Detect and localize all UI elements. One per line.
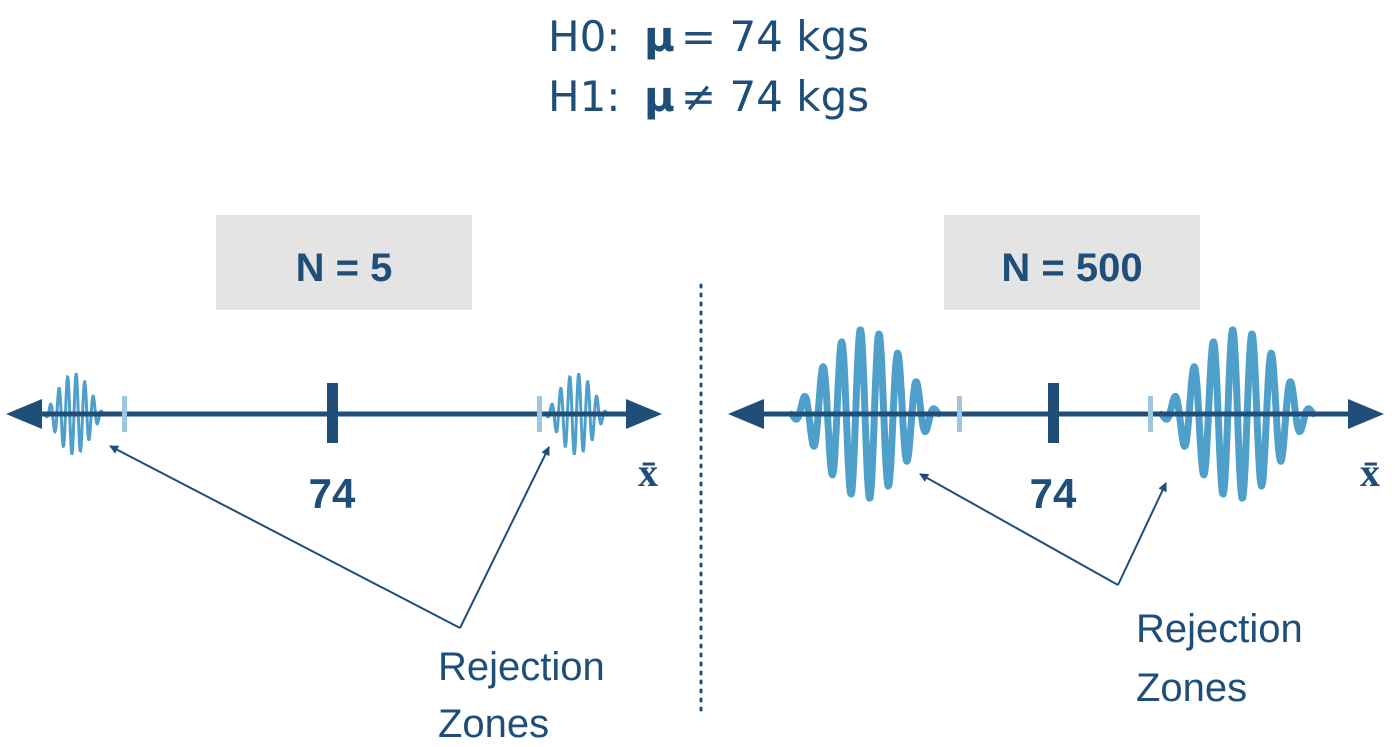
left-critical-marker <box>957 396 962 432</box>
axis-symbol-xbar: x̄ <box>638 450 658 495</box>
sample-size-box <box>216 215 472 310</box>
right-critical-marker <box>1148 396 1153 432</box>
pointer-to-right-zone <box>1117 482 1167 586</box>
axis-left-arrowhead <box>728 399 764 429</box>
center-tick <box>327 383 338 443</box>
axis-symbol-xbar: x̄ <box>1360 450 1380 495</box>
sample-size-label: N = 500 <box>1001 246 1142 290</box>
alternative-hypothesis-statement: ≠ 74 kgs <box>680 72 870 121</box>
rejection-zones-label-line2: Zones <box>1136 666 1247 710</box>
sample-size-box <box>944 215 1200 310</box>
rejection-zones-label: Rejection Zones <box>438 645 616 746</box>
alternative-hypothesis-mu: μ <box>644 72 675 121</box>
null-hypothesis-label: H0: <box>548 12 621 61</box>
alternative-hypothesis: H1: μ≠ 74 kgs <box>548 72 869 121</box>
null-hypothesis-mu: μ <box>644 12 675 61</box>
center-value-label: 74 <box>309 470 356 517</box>
rejection-zones-label-line2: Zones <box>438 702 549 746</box>
left-critical-marker <box>122 396 127 432</box>
rejection-zones-label-line1: Rejection <box>438 645 605 689</box>
center-tick <box>1048 383 1059 443</box>
alternative-hypothesis-label: H1: <box>548 72 621 121</box>
pointer-to-right-zone <box>459 446 550 629</box>
right-critical-marker <box>537 396 542 432</box>
null-hypothesis-statement: = 74 kgs <box>680 12 870 61</box>
axis-right-arrowhead <box>626 399 662 429</box>
rejection-zones-label-line1: Rejection <box>1136 607 1303 651</box>
axis-left-arrowhead <box>6 399 42 429</box>
axis-right-arrowhead <box>1348 399 1384 429</box>
null-hypothesis: H0: μ= 74 kgs <box>548 12 869 61</box>
sample-size-label: N = 5 <box>296 246 393 290</box>
rejection-zones-label: Rejection Zones <box>1136 607 1314 710</box>
pointer-to-left-zone <box>109 445 461 629</box>
panel-large-sample: N = 500 74 x̄ Rejection Zones <box>728 215 1384 710</box>
panel-small-sample: N = 5 74 x̄ Rejection Zones <box>6 215 662 746</box>
center-value-label: 74 <box>1030 470 1077 517</box>
pointer-to-left-zone <box>919 473 1119 586</box>
